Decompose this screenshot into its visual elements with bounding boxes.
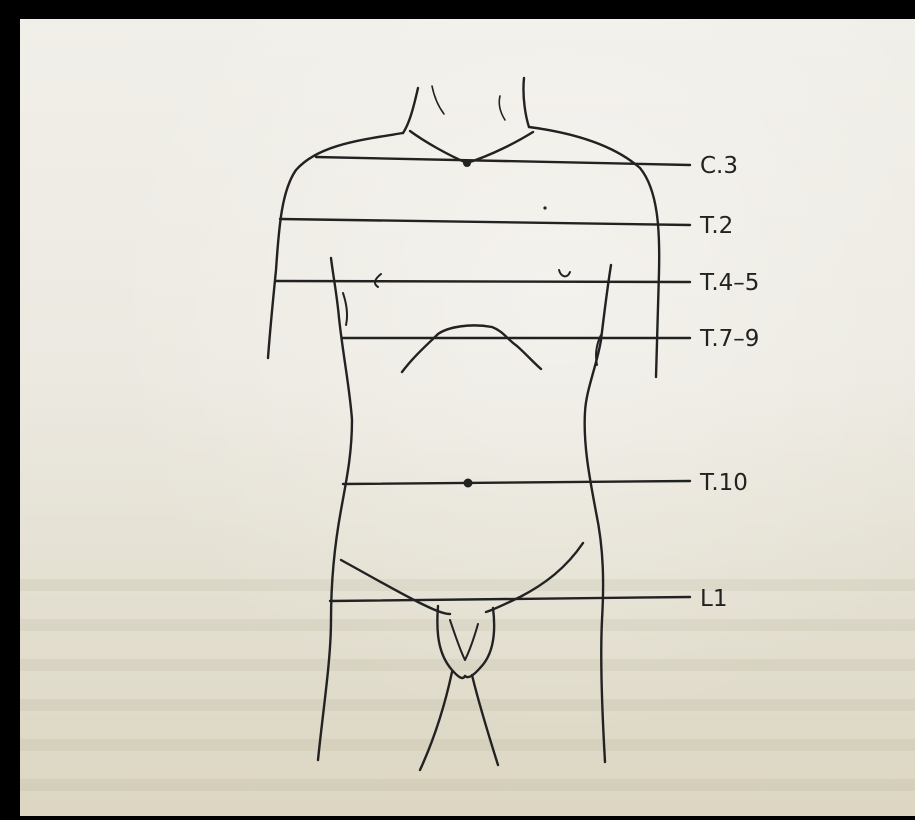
level-line-t2 — [280, 219, 690, 225]
costal-margin — [402, 325, 541, 372]
level-line-t10 — [343, 481, 690, 484]
trunk-outline — [318, 258, 611, 762]
label-l1: L1 — [700, 586, 727, 612]
groin-outline — [341, 543, 583, 770]
label-c3: C.3 — [700, 153, 738, 179]
neck-outline — [403, 78, 533, 163]
level-line-t45 — [276, 281, 690, 282]
level-line-c3 — [316, 157, 690, 165]
speck — [543, 206, 546, 209]
label-t10: T.10 — [699, 470, 748, 496]
label-t45: T.4–5 — [699, 270, 759, 296]
label-t2: T.2 — [699, 213, 733, 239]
umbilicus-dot — [464, 479, 473, 488]
landmark-dots — [463, 159, 547, 488]
chest-markers — [375, 270, 570, 287]
sternal-notch-dot — [463, 159, 471, 167]
label-t79: T.7–9 — [699, 326, 759, 352]
level-labels: C.3 T.2 T.4–5 T.7–9 T.10 L1 — [699, 153, 759, 612]
